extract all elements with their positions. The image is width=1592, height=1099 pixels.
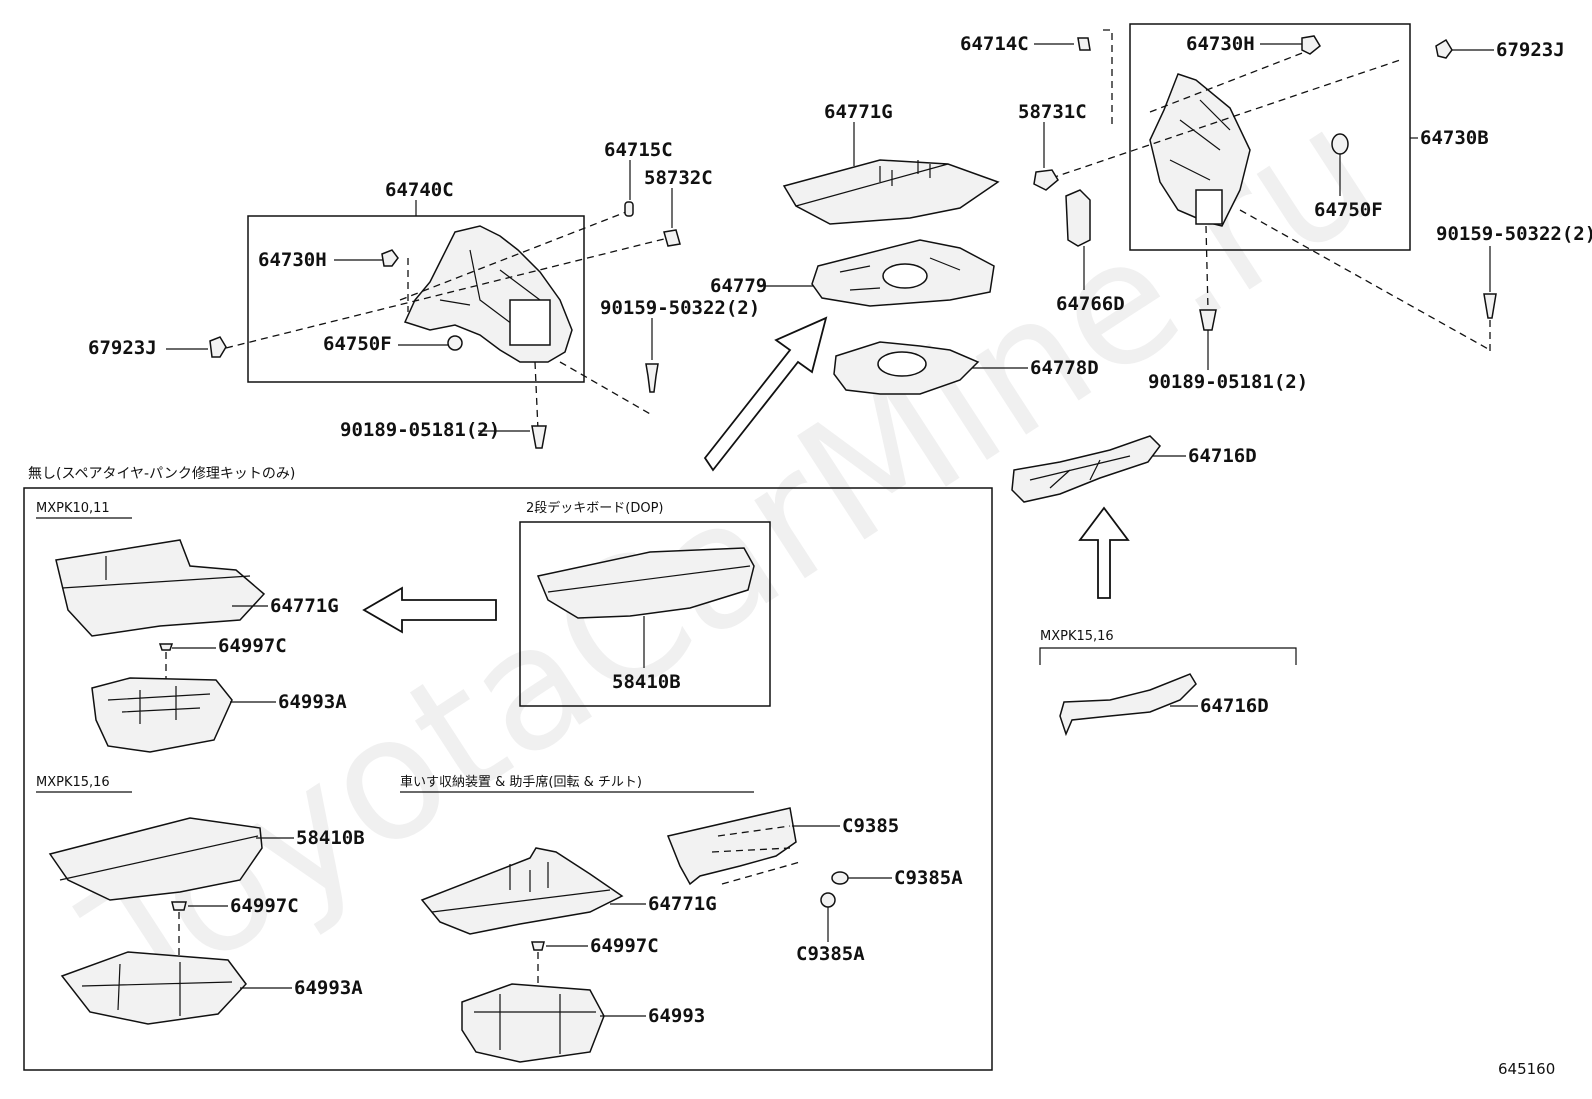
section-wheelchair-title: 車いす収納装置 & 助手席(回転 & チルト) xyxy=(400,774,642,790)
label-64740c[interactable]: 64740C xyxy=(385,179,454,201)
part-67923j-top[interactable] xyxy=(1435,38,1453,59)
part-64750f-left[interactable] xyxy=(447,335,463,351)
group-64740c: 64740C 64730H 67923J 64750F 64715C 58732… xyxy=(88,139,760,449)
part-67923j-left[interactable] xyxy=(209,336,227,358)
figure-number: 645160 xyxy=(1498,1060,1555,1078)
section-dop-title: 2段デッキボード(DOP) xyxy=(526,500,664,516)
label-c9385a-1[interactable]: C9385A xyxy=(894,867,963,889)
label-64997c-c[interactable]: 64997C xyxy=(590,935,659,957)
label-64779[interactable]: 64779 xyxy=(710,275,767,297)
label-58410b-b[interactable]: 58410B xyxy=(296,827,365,849)
part-64997c-a[interactable] xyxy=(158,643,174,651)
part-64997c-b[interactable] xyxy=(171,901,187,911)
box-none-spare xyxy=(23,487,993,1071)
label-58731c[interactable]: 58731C xyxy=(1018,101,1087,123)
part-64750f-right[interactable] xyxy=(1331,133,1349,155)
label-64997c-a[interactable]: 64997C xyxy=(218,635,287,657)
label-67923j-left[interactable]: 67923J xyxy=(88,337,157,359)
part-c9385a-2[interactable] xyxy=(820,892,836,908)
part-64766d[interactable] xyxy=(1065,189,1091,247)
arrow-left xyxy=(362,586,497,634)
label-64715c[interactable]: 64715C xyxy=(604,139,673,161)
part-58731c[interactable] xyxy=(1033,169,1059,191)
arrow-up-right xyxy=(703,316,828,472)
part-90189-right[interactable] xyxy=(1199,309,1217,331)
part-90189-left[interactable] xyxy=(531,425,547,449)
part-64771g-c[interactable] xyxy=(420,847,624,935)
label-64730b[interactable]: 64730B xyxy=(1420,127,1489,149)
box-64730b xyxy=(1129,23,1411,251)
label-64778d[interactable]: 64778D xyxy=(1030,357,1099,379)
label-64993a-a[interactable]: 64993A xyxy=(278,691,347,713)
part-90159-right[interactable] xyxy=(1483,293,1497,319)
label-64750f-left[interactable]: 64750F xyxy=(323,333,392,355)
label-67923j-top[interactable]: 67923J xyxy=(1496,39,1565,61)
label-64716d-bottom[interactable]: 64716D xyxy=(1200,695,1269,717)
label-64993[interactable]: 64993 xyxy=(648,1005,705,1027)
part-64730h-left[interactable] xyxy=(381,249,399,267)
section-mxpk1011: MXPK10,11 xyxy=(36,501,110,516)
part-64716d-bottom[interactable] xyxy=(1059,673,1197,737)
label-64771g-top[interactable]: 64771G xyxy=(824,101,893,123)
part-64714c[interactable] xyxy=(1077,37,1091,51)
part-64715c[interactable] xyxy=(624,201,634,217)
label-64997c-b[interactable]: 64997C xyxy=(230,895,299,917)
section-mxpk1516-right: MXPK15,16 xyxy=(1040,629,1114,644)
part-58732c[interactable] xyxy=(663,229,681,247)
label-90159-right[interactable]: 90159-50322(2) xyxy=(1436,223,1592,245)
part-64730h-top[interactable] xyxy=(1301,35,1321,55)
group-center-top: 64771G 64779 64778D xyxy=(703,101,1099,472)
part-64993a-b[interactable] xyxy=(60,951,247,1025)
label-58410b-dop[interactable]: 58410B xyxy=(612,671,681,693)
part-90159-left[interactable] xyxy=(645,363,659,393)
part-58410b-dop[interactable] xyxy=(536,547,755,619)
part-64993[interactable] xyxy=(461,983,605,1063)
section-mxpk1516-left: MXPK15,16 xyxy=(36,775,110,790)
label-90159-left[interactable]: 90159-50322(2) xyxy=(600,297,760,319)
section-none-box-title: 無し(スペアタイヤ-パンク修理キットのみ) xyxy=(28,466,295,482)
group-none-spare: 無し(スペアタイヤ-パンク修理キットのみ) MXPK10,11 64771G 6… xyxy=(23,466,993,1071)
part-c9385a-1[interactable] xyxy=(831,871,849,885)
label-64730h-left[interactable]: 64730H xyxy=(258,249,327,271)
label-90189-left[interactable]: 90189-05181(2) xyxy=(340,419,500,441)
label-c9385a-2[interactable]: C9385A xyxy=(796,943,865,965)
label-64771g-a[interactable]: 64771G xyxy=(270,595,339,617)
label-64771g-c[interactable]: 64771G xyxy=(648,893,717,915)
part-64771g-top[interactable] xyxy=(782,159,1000,225)
group-64716d: 64716D MXPK15,16 64716D xyxy=(1011,435,1297,737)
part-64771g-a[interactable] xyxy=(55,539,266,637)
label-64730h-top[interactable]: 64730H xyxy=(1186,33,1255,55)
part-c9385[interactable] xyxy=(666,807,797,886)
label-64993a-b[interactable]: 64993A xyxy=(294,977,363,999)
part-64716d-top[interactable] xyxy=(1011,435,1161,503)
arrow-up xyxy=(1078,506,1130,599)
label-64766d[interactable]: 64766D xyxy=(1056,293,1125,315)
label-64714c[interactable]: 64714C xyxy=(960,33,1029,55)
label-90189-right[interactable]: 90189-05181(2) xyxy=(1148,371,1308,393)
label-64750f-right[interactable]: 64750F xyxy=(1314,199,1383,221)
label-64716d-top[interactable]: 64716D xyxy=(1188,445,1257,467)
group-64730b: 64730B 64714C 64730H 67923J 58731C 64750… xyxy=(960,23,1592,393)
part-64993a-a[interactable] xyxy=(91,677,233,753)
box-dop xyxy=(519,521,771,707)
part-64997c-c[interactable] xyxy=(531,941,545,951)
label-c9385[interactable]: C9385 xyxy=(842,815,899,837)
label-58732c[interactable]: 58732C xyxy=(644,167,713,189)
